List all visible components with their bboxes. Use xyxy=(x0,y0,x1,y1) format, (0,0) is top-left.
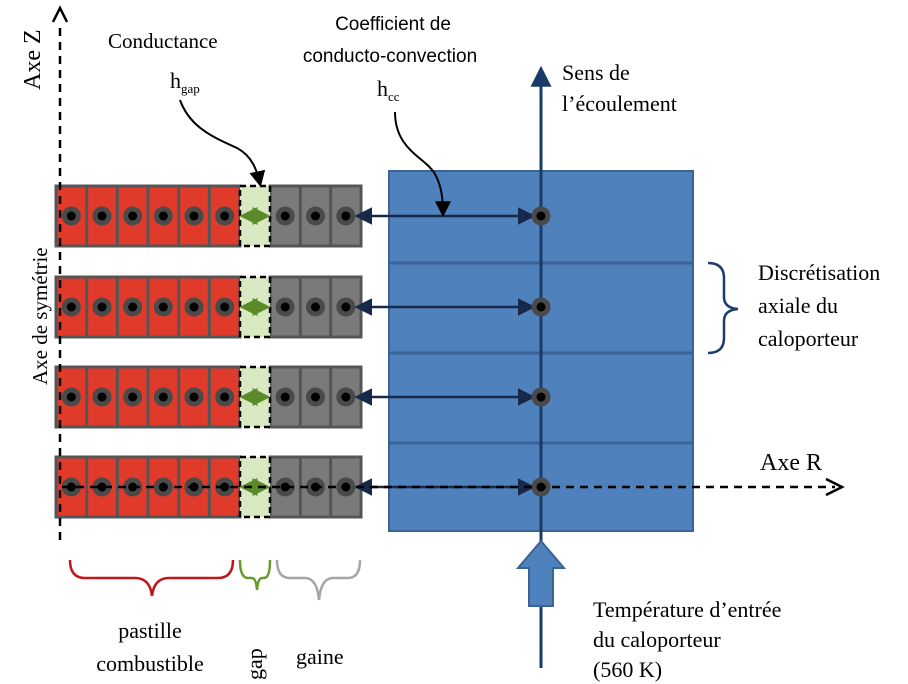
inlet-temperature-line3: (560 K) xyxy=(593,657,662,682)
fuel-node xyxy=(97,392,107,402)
conductance-title: Conductance xyxy=(108,29,218,53)
pastille-label-line2: combustible xyxy=(96,651,204,676)
flow-direction-line1: Sens de xyxy=(562,60,630,85)
cladding-node xyxy=(311,211,320,221)
cladding-node xyxy=(280,302,290,312)
coolant-node xyxy=(536,302,546,312)
inlet-temperature-line2: du caloporteur xyxy=(593,627,721,652)
fuel-node xyxy=(97,302,107,312)
fuel-node xyxy=(66,302,76,312)
discretisation-brace xyxy=(707,261,739,355)
fuel-node xyxy=(158,211,168,221)
h-gap-symbol: hgap xyxy=(170,68,200,96)
fuel-node xyxy=(220,482,230,492)
fuel-rod-row xyxy=(54,275,363,339)
fuel-node xyxy=(128,211,138,221)
axis-r-arrow-icon xyxy=(825,477,845,497)
gaine-brace xyxy=(275,559,362,601)
h-cc-symbol: hcc xyxy=(377,76,400,104)
cladding-node xyxy=(341,302,351,312)
fuel-rod-row xyxy=(54,184,363,248)
h-cc-subscript: cc xyxy=(388,89,400,104)
convection-title-line2: conducto-convection xyxy=(303,46,477,67)
cladding-node xyxy=(341,211,351,221)
h-gap-base: h xyxy=(170,68,181,93)
convection-pointer-arrow xyxy=(394,111,451,218)
fuel-rod-rows xyxy=(54,184,363,519)
h-cc-base: h xyxy=(377,76,388,101)
cladding-node xyxy=(280,211,290,221)
fuel-node xyxy=(189,302,199,312)
discretisation-line2: axiale du xyxy=(758,293,838,318)
fuel-node xyxy=(158,392,168,402)
inlet-temperature-line1: Température d’entrée xyxy=(593,597,781,622)
cladding-node xyxy=(280,482,290,492)
fuel-node xyxy=(97,482,107,492)
discretisation-line1: Discrétisation xyxy=(758,260,880,285)
fuel-node xyxy=(66,211,76,221)
gap-label: gap xyxy=(242,648,267,680)
discretisation-line3: caloporteur xyxy=(758,326,859,351)
cladding-node xyxy=(311,392,320,402)
fuel-node xyxy=(220,392,230,402)
axis-z-label: Axe Z xyxy=(20,29,46,90)
pastille-label-line1: pastille xyxy=(118,618,182,643)
fuel-node xyxy=(66,392,76,402)
coolant-node xyxy=(536,211,546,221)
inlet-arrow-icon xyxy=(515,539,567,607)
fuel-node xyxy=(220,302,230,312)
cladding-node xyxy=(280,392,290,402)
cladding-node xyxy=(311,302,320,312)
convection-title-line1: Coefficient de xyxy=(335,14,451,35)
fuel-node xyxy=(158,302,168,312)
pastille-brace xyxy=(68,559,235,597)
fuel-rod-row xyxy=(54,365,363,429)
conductance-pointer-arrow xyxy=(179,99,266,188)
fuel-node xyxy=(189,211,199,221)
flow-direction-line2: l’écoulement xyxy=(562,91,677,116)
h-gap-subscript: gap xyxy=(181,81,200,96)
coolant-nodes xyxy=(531,206,551,497)
fuel-node xyxy=(128,392,138,402)
axis-z-arrow-icon xyxy=(51,5,69,23)
fuel-node xyxy=(220,211,230,221)
fuel-node xyxy=(97,211,107,221)
fuel-node xyxy=(189,392,199,402)
axis-symmetry-label: Axe de symétrie xyxy=(28,247,52,385)
gap-brace xyxy=(238,559,272,591)
fuel-node xyxy=(128,302,138,312)
cladding-node xyxy=(341,392,351,402)
gaine-label: gaine xyxy=(296,644,344,669)
fuel-node xyxy=(66,482,76,492)
coolant-node xyxy=(536,392,546,402)
axis-r-label: Axe R xyxy=(760,450,822,476)
